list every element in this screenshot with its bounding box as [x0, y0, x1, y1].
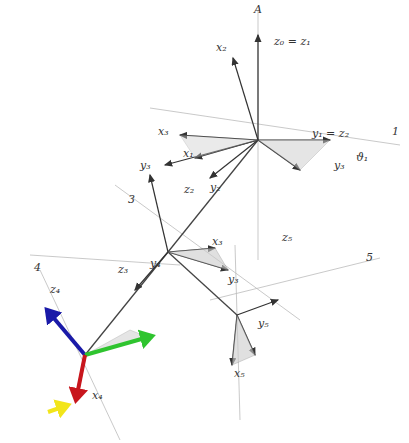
axis-label: y₃	[140, 160, 151, 171]
axis-label: y₄	[150, 258, 161, 269]
axis-label: x₃	[158, 126, 169, 137]
axis-label: 4	[34, 262, 41, 273]
axis-label: x₅	[234, 368, 245, 379]
axis-label: z₀ = z₁	[274, 36, 311, 47]
axis-label: z₅	[282, 232, 292, 243]
axis-label: ϑ₁	[356, 152, 368, 163]
axis-label: z₂	[184, 184, 194, 195]
axis-label: y₁ = z₂	[312, 128, 349, 139]
axis-label: z₃	[118, 264, 128, 275]
axis-label: 5	[366, 252, 373, 263]
axis-label: x₂	[216, 42, 227, 53]
axis-label: z₄	[50, 284, 60, 295]
axis-label: y₃	[334, 160, 345, 171]
axis-label: 3	[128, 194, 135, 205]
axis-label: 1	[392, 126, 399, 137]
axis-label: y₂	[210, 182, 221, 193]
axis-label: y₅	[258, 318, 269, 329]
axis-label: x₁	[183, 148, 194, 159]
axis-label: A	[254, 4, 262, 15]
axis-label: x₃	[212, 236, 223, 247]
axis-label: x₄	[92, 390, 103, 401]
axis-label: y₃	[228, 274, 239, 285]
